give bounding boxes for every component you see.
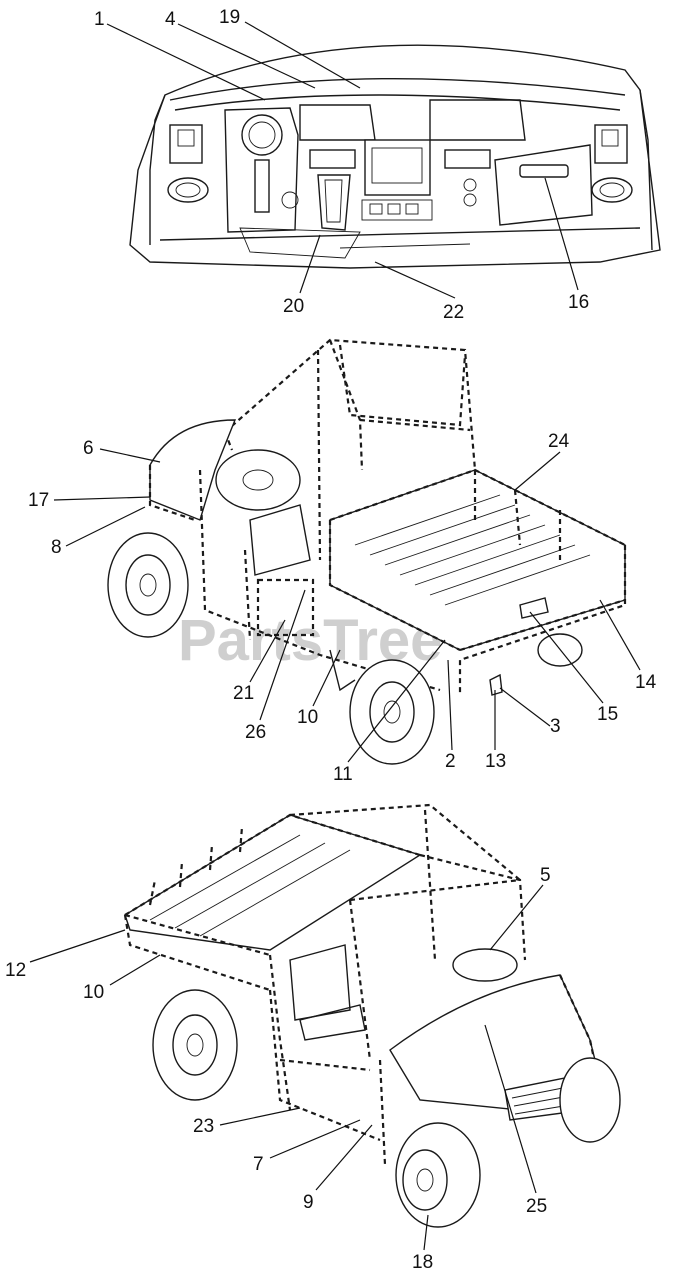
callout-label: 1 <box>94 9 105 30</box>
callout-label: 17 <box>28 490 49 511</box>
callout-label: 14 <box>635 672 657 693</box>
callouts-middle: 6 24 17 8 21 26 10 11 2 13 3 15 14 <box>28 431 657 785</box>
callout-label: 5 <box>540 865 551 886</box>
callout-label: 25 <box>526 1196 547 1217</box>
callout-label: 15 <box>597 704 618 725</box>
callouts-top: 1 4 19 20 22 16 <box>94 7 589 323</box>
callout-label: 11 <box>333 764 353 785</box>
callout-label: 19 <box>219 7 240 28</box>
callout-label: 12 <box>5 960 26 981</box>
vehicle-front-right-illustration <box>123 803 621 1228</box>
callout-label: 26 <box>245 722 266 743</box>
callout-label: 9 <box>303 1192 314 1213</box>
callout-label: 4 <box>165 9 176 30</box>
callout-label: 7 <box>253 1154 264 1175</box>
callout-label: 3 <box>550 716 561 737</box>
callout-label: 10 <box>297 707 318 728</box>
vehicle-front-left-illustration <box>107 338 627 765</box>
callout-label: 13 <box>485 751 506 772</box>
callout-label: 6 <box>83 438 94 459</box>
callout-label: 23 <box>193 1116 214 1137</box>
callout-label: 20 <box>283 296 304 317</box>
callout-label: 18 <box>412 1252 433 1273</box>
callout-label: 21 <box>233 683 254 704</box>
dashboard-illustration <box>129 44 661 269</box>
callout-label: 22 <box>443 302 464 323</box>
callout-label: 24 <box>548 431 570 452</box>
callout-label: 2 <box>445 751 456 772</box>
callout-label: 16 <box>568 292 589 313</box>
callout-label: 10 <box>83 982 104 1003</box>
callout-label: 8 <box>51 537 62 558</box>
callouts-bottom: 5 12 10 23 7 9 25 18 <box>5 865 551 1273</box>
